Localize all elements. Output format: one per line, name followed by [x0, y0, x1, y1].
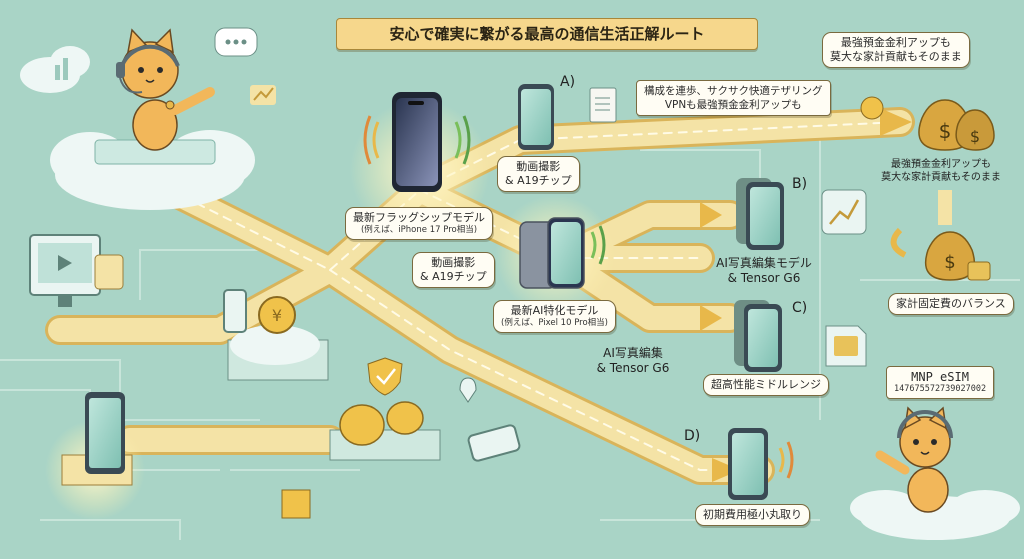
chart-icon — [821, 189, 867, 235]
route-c-description: 超高性能ミドルレンジ — [703, 374, 829, 396]
route-a-banner-line2: VPNも最強預金金利アップも — [664, 99, 802, 111]
svg-text:$: $ — [970, 127, 980, 146]
signal-waves-icon — [363, 115, 471, 165]
mid-right-line2: 莫大な家計貢献もそのまま — [881, 172, 1001, 183]
trend-icon — [250, 85, 276, 105]
money-bag-icon-mid: $ — [890, 227, 991, 281]
ai-model-phones — [519, 217, 585, 289]
route-d-description: 初期費用極小丸取り — [695, 504, 810, 526]
monitor-icon — [29, 234, 101, 307]
flagship-model-label: 最新フラッグシップモデル (例えば、iPhone 17 Pro相当) — [345, 207, 493, 240]
box-icon — [281, 489, 311, 519]
tablet-icon — [61, 392, 133, 486]
shield-check-icon — [367, 357, 403, 396]
chat-bubble-icon — [214, 27, 258, 57]
signal-waves-ai — [590, 225, 606, 265]
sim-card-icon — [825, 325, 867, 367]
esim-title: MNP eSIM — [911, 370, 969, 384]
chat-icon-small — [94, 254, 124, 290]
mid-right-line1: 最強預金金利アップも — [891, 159, 991, 170]
money-bag-icon-top: $ $ — [860, 96, 995, 151]
top-right-line1: 最強預金金利アップも — [840, 36, 951, 49]
headset-icon — [120, 44, 180, 67]
ai-feature-line2: & Tensor G6 — [596, 361, 670, 375]
route-b-description: AI写真編集モデル & Tensor G6 — [712, 256, 816, 286]
svg-text:$: $ — [939, 119, 952, 143]
side-feature-line2: & A19チップ — [420, 270, 487, 283]
route-a-label: A) — [560, 74, 576, 90]
smartphone-icon-lying — [467, 424, 521, 462]
top-right-line2: 莫大な家計貢献もそのまま — [830, 50, 962, 63]
route-c-label: C) — [792, 300, 808, 316]
yen-coin-icon: ¥ — [227, 296, 329, 381]
route-c-arrow — [700, 305, 722, 331]
flagship-phone — [392, 92, 442, 192]
ai-model-example: (例えば、Pixel 10 Pro相当) — [501, 318, 608, 328]
route-d-phone — [728, 428, 794, 500]
cat-guide-bottom — [875, 406, 953, 513]
ai-feature-label: AI写真編集 & Tensor G6 — [592, 346, 674, 376]
route-b-line2: & Tensor G6 — [727, 271, 801, 285]
cat-guide-top — [116, 28, 215, 151]
route-b-label: B) — [792, 176, 808, 192]
route-a-banner: 構成を連歩、サクサク快適テザリング VPNも最強預金金利アップも — [636, 80, 831, 116]
cloud-platform-bottom — [850, 490, 1020, 540]
map-pin-icon — [459, 377, 477, 403]
route-b-line1: AI写真編集モデル — [716, 256, 812, 270]
route-b-arrow — [700, 202, 722, 228]
route-a-phone — [518, 84, 554, 150]
esim-label: MNP eSIM 14767557273902700​2 — [886, 366, 995, 399]
esim-number: 14767557273902700​2 — [894, 384, 987, 394]
cloud-platform — [50, 130, 255, 210]
svg-text:¥: ¥ — [272, 306, 282, 325]
ai-model-label: 最新AI特化モデル (例えば、Pixel 10 Pro相当) — [493, 300, 616, 333]
page-title: 安心で確実に繋がる最高の通信生活正解ルート — [336, 18, 758, 50]
balance-label: 家計固定費のバランス — [888, 293, 1014, 315]
mid-right-label: 最強預金金利アップも 莫大な家計貢献もそのまま — [876, 158, 1006, 184]
flagship-model-name: 最新フラッグシップモデル — [353, 211, 485, 224]
ai-model-name: 最新AI特化モデル — [510, 304, 599, 317]
ai-feature-line1: AI写真編集 — [603, 346, 663, 360]
route-a-banner-line1: 構成を連歩、サクサク快適テザリング — [644, 85, 823, 97]
svg-text:$: $ — [944, 252, 955, 273]
flagship-feature-line2: & A19チップ — [505, 174, 572, 187]
cloud-icon — [20, 46, 90, 93]
smartphone-icon-left — [223, 289, 247, 333]
flagship-model-example: (例えば、iPhone 17 Pro相当) — [360, 225, 478, 235]
flagship-feature-line1: 動画撮影 — [516, 160, 561, 173]
money-bag-icon-center — [329, 401, 441, 461]
route-c-phones — [734, 300, 782, 372]
route-b-phones — [736, 178, 784, 250]
route-d-label: D) — [684, 428, 701, 444]
route-a-arrow — [880, 108, 912, 136]
side-feature-line1: 動画撮影 — [431, 256, 476, 269]
top-right-label: 最強預金金利アップも 莫大な家計貢献もそのまま — [822, 32, 970, 68]
route-d-arrow — [712, 458, 740, 482]
document-icon — [589, 87, 617, 123]
side-feature-label: 動画撮影 & A19チップ — [412, 252, 495, 288]
flagship-feature-label: 動画撮影 & A19チップ — [497, 156, 580, 192]
